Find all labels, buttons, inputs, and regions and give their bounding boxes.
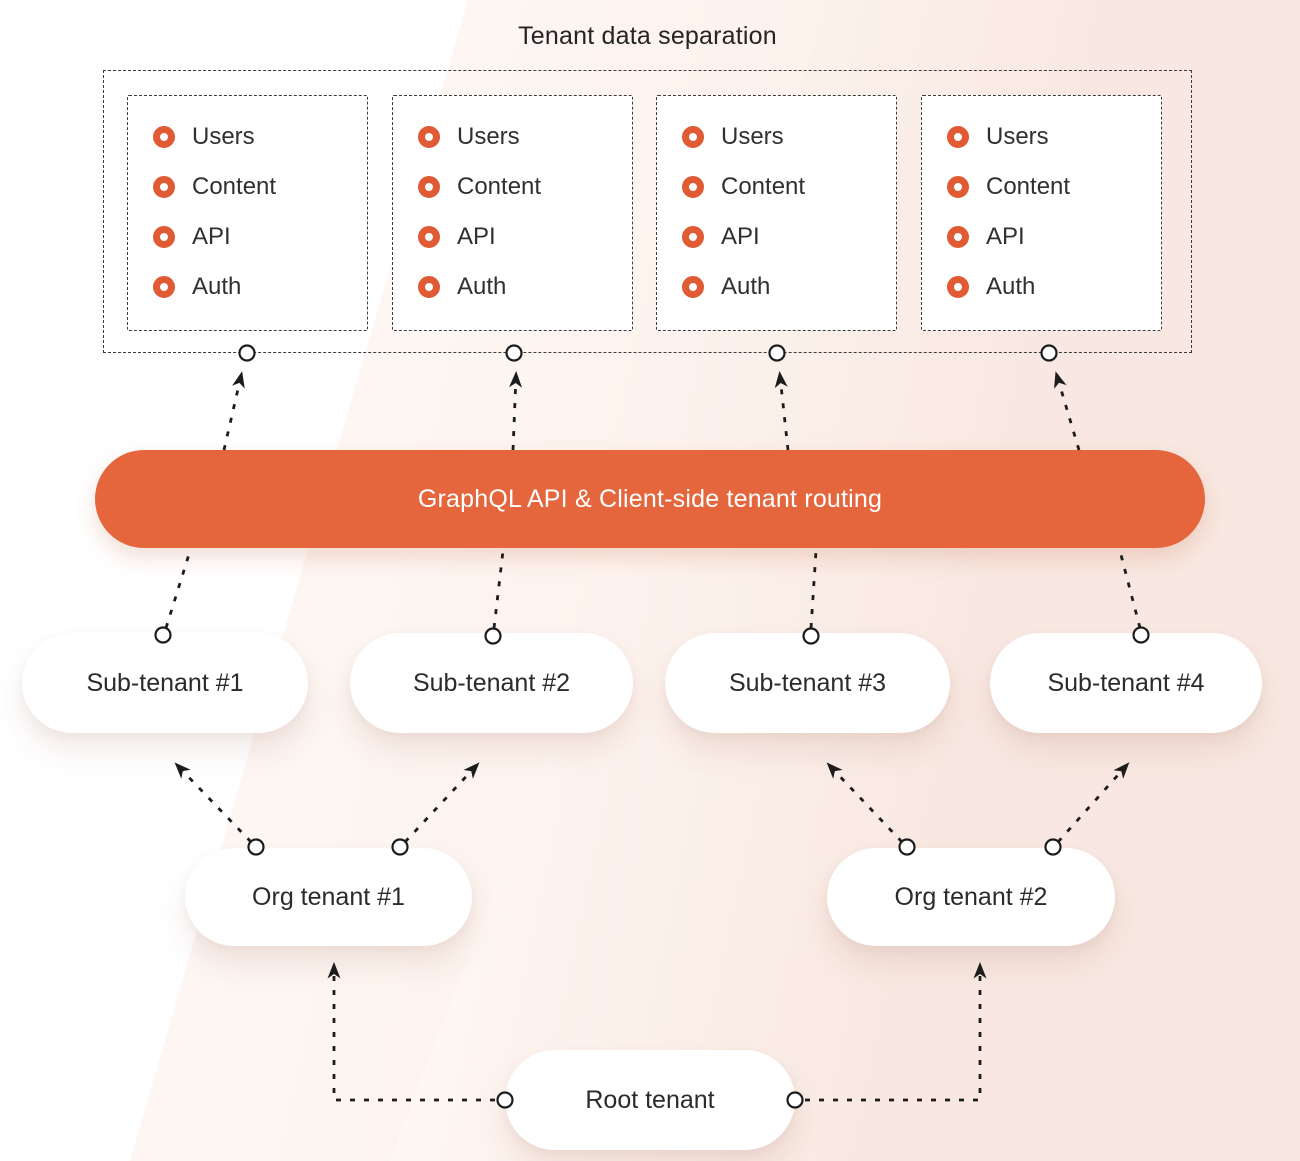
pill-label: Sub-tenant #2 [412,668,571,697]
bullet-icon [947,226,969,248]
tenant-item-label: Content [721,173,806,200]
tenant-item: Auth [128,262,367,312]
org-tenant-1-pill: Org tenant #1 [185,848,472,946]
graphql-routing-banner: GraphQL API & Client-side tenant routing [95,450,1205,548]
tenant-item: Auth [922,262,1161,312]
tenant-box-1: Users Content API Auth [127,95,368,331]
tenant-box-4: Users Content API Auth [921,95,1162,331]
tenant-item-label: Auth [192,273,242,300]
tenant-item: Users [922,112,1161,162]
bullet-icon [153,276,175,298]
tenant-item-label: Users [457,123,520,150]
diagram-title: Tenant data separation [518,22,777,50]
tenant-item-label: Content [457,173,542,200]
tenant-item-label: Users [986,123,1049,150]
tenant-item: Content [128,162,367,212]
tenant-item: Users [393,112,632,162]
bullet-icon [682,276,704,298]
bullet-icon [682,176,704,198]
bullet-icon [153,176,175,198]
tenant-item-label: Content [192,173,277,200]
tenant-item: Content [393,162,632,212]
tenant-item: API [922,212,1161,262]
tenant-item: API [393,212,632,262]
tenant-item-label: Auth [721,273,771,300]
tenant-item-label: API [192,223,231,250]
sub-tenant-3-pill: Sub-tenant #3 [665,633,950,733]
tenant-item: Users [128,112,367,162]
tenant-item-label: API [457,223,496,250]
tenant-item: Auth [657,262,896,312]
banner-label: GraphQL API & Client-side tenant routing [417,484,883,513]
root-tenant-pill: Root tenant [505,1050,795,1150]
pill-label: Sub-tenant #1 [86,668,244,697]
sub-tenant-4-pill: Sub-tenant #4 [990,633,1262,733]
tenant-item-label: API [986,223,1025,250]
bullet-icon [418,126,440,148]
tenant-item: Content [657,162,896,212]
pill-label: Sub-tenant #3 [728,668,887,697]
bullet-icon [682,126,704,148]
tenant-item: Auth [393,262,632,312]
pill-label: Root tenant [585,1085,715,1114]
tenant-item-label: Users [721,123,784,150]
bullet-icon [947,126,969,148]
org-tenant-2-pill: Org tenant #2 [827,848,1115,946]
bullet-icon [153,226,175,248]
tenant-item: Content [922,162,1161,212]
bullet-icon [682,226,704,248]
tenant-item-label: Users [192,123,255,150]
sub-tenant-1-pill: Sub-tenant #1 [22,633,308,733]
bullet-icon [418,226,440,248]
bullet-icon [418,276,440,298]
sub-tenant-2-pill: Sub-tenant #2 [350,633,633,733]
tenant-item-label: Auth [986,273,1036,300]
tenant-item: API [128,212,367,262]
bullet-icon [418,176,440,198]
bullet-icon [947,276,969,298]
bullet-icon [947,176,969,198]
tenant-item-label: API [721,223,760,250]
tenant-item-label: Content [986,173,1071,200]
tenant-box-3: Users Content API Auth [656,95,897,331]
tenant-item: API [657,212,896,262]
tenant-box-2: Users Content API Auth [392,95,633,331]
pill-label: Org tenant #1 [252,882,405,911]
pill-label: Sub-tenant #4 [1047,668,1205,697]
tenant-item: Users [657,112,896,162]
tenant-data-separation-container [103,70,1192,353]
bullet-icon [153,126,175,148]
tenant-item-label: Auth [457,273,507,300]
pill-label: Org tenant #2 [894,882,1048,911]
